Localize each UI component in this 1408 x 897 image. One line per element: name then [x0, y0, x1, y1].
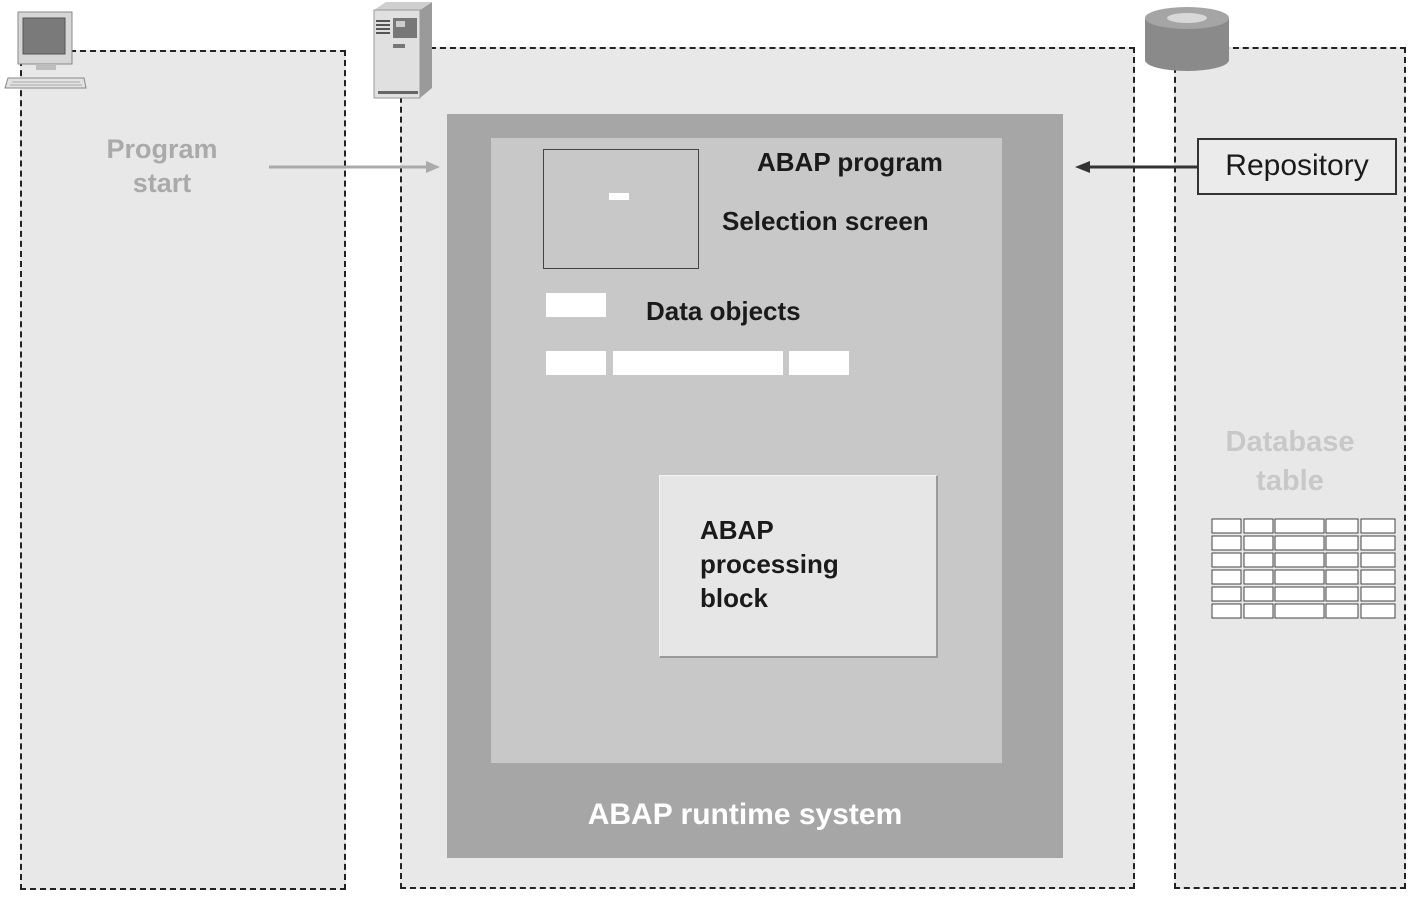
- data-object-field: [546, 351, 606, 375]
- data-object-field: [546, 293, 606, 317]
- runtime-system-label: ABAP runtime system: [587, 798, 903, 831]
- data-object-field: [789, 351, 849, 375]
- repository-label: Repository: [1225, 149, 1369, 182]
- selection-screen-field: [609, 193, 629, 200]
- repository-box: [1197, 138, 1397, 195]
- selection-screen-label: Selection screen: [722, 206, 929, 236]
- processing-block-label: ABAP processing block: [700, 515, 839, 613]
- program-start-label: Program start: [106, 134, 218, 198]
- database-table-label: Database table: [1225, 426, 1355, 497]
- program-start-arrow: [269, 161, 440, 173]
- presentation-tier-zone: [20, 50, 346, 890]
- data-object-field: [613, 351, 783, 375]
- selection-screen-box: [543, 149, 699, 269]
- processing-block-box: [659, 475, 938, 658]
- data-objects-label: Data objects: [646, 296, 801, 326]
- repository-arrow: [1075, 161, 1197, 173]
- abap-program-label: ABAP program: [757, 147, 943, 177]
